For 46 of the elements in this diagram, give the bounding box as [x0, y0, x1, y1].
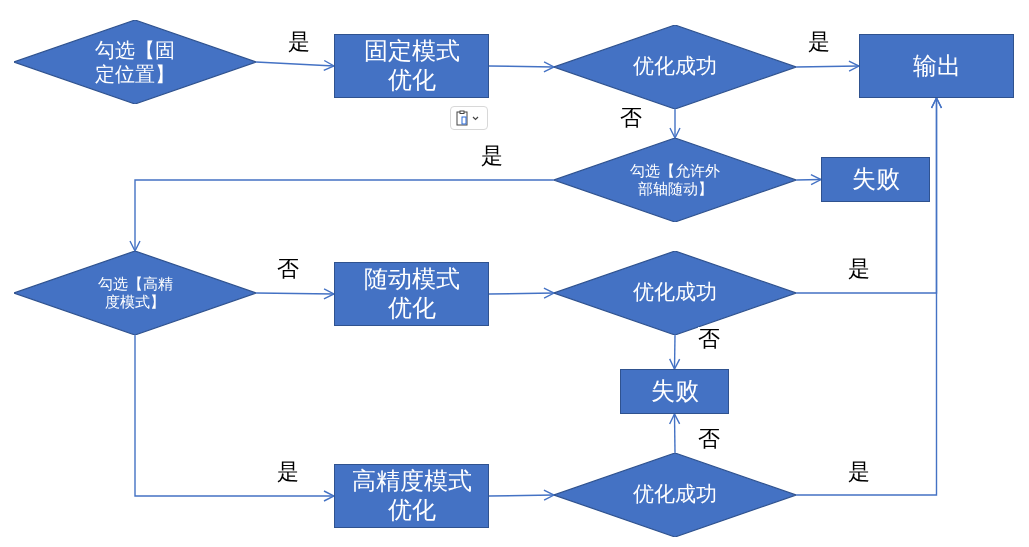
arrow	[795, 60, 860, 72]
edge-label: 否	[277, 257, 299, 282]
arrow	[488, 61, 555, 73]
arrow	[255, 288, 335, 300]
node-text: 高精度模式优化	[350, 467, 473, 525]
decision-diamond	[554, 138, 796, 222]
arrow	[129, 179, 555, 252]
edge-label: 是	[288, 30, 310, 55]
edge-label: 是	[277, 460, 299, 485]
node-text: 优化成功	[632, 482, 718, 508]
decision-diamond	[14, 20, 256, 104]
process-box	[334, 262, 489, 326]
edge-label: 是	[848, 257, 870, 282]
process-box	[334, 34, 489, 98]
process-box	[334, 464, 489, 528]
edge-label: 否	[620, 106, 642, 131]
decision-diamond	[14, 251, 256, 335]
arrow	[488, 287, 555, 299]
edge-label: 是	[848, 460, 870, 485]
process-box	[859, 34, 1014, 98]
process-box	[620, 369, 729, 414]
edge-label: 否	[698, 327, 720, 352]
node-text: 固定模式优化	[362, 37, 461, 95]
decision-diamond	[554, 25, 796, 109]
arrow	[795, 97, 943, 496]
arrow	[669, 108, 681, 139]
arrow	[668, 334, 681, 370]
node-text: 勾选【允许外部轴随动】	[629, 162, 721, 198]
arrow	[488, 489, 555, 501]
node-text: 优化成功	[632, 280, 718, 306]
node-text: 勾选【固定位置】	[94, 38, 176, 86]
decision-diamond	[554, 453, 796, 537]
arrow	[134, 334, 335, 502]
node-text: 优化成功	[632, 54, 718, 80]
node-text: 输出	[911, 51, 962, 81]
node-text: 失败	[850, 165, 901, 194]
edge-label: 是	[808, 30, 830, 55]
node-text: 失败	[649, 377, 700, 406]
process-box	[821, 157, 930, 202]
arrow	[795, 174, 822, 186]
edge-label: 否	[698, 427, 720, 452]
edge-label: 是	[481, 144, 503, 169]
node-text: 勾选【高精度模式】	[96, 275, 174, 311]
arrow	[255, 59, 335, 72]
node-text: 随动模式优化	[362, 265, 461, 323]
arrow	[668, 413, 681, 454]
